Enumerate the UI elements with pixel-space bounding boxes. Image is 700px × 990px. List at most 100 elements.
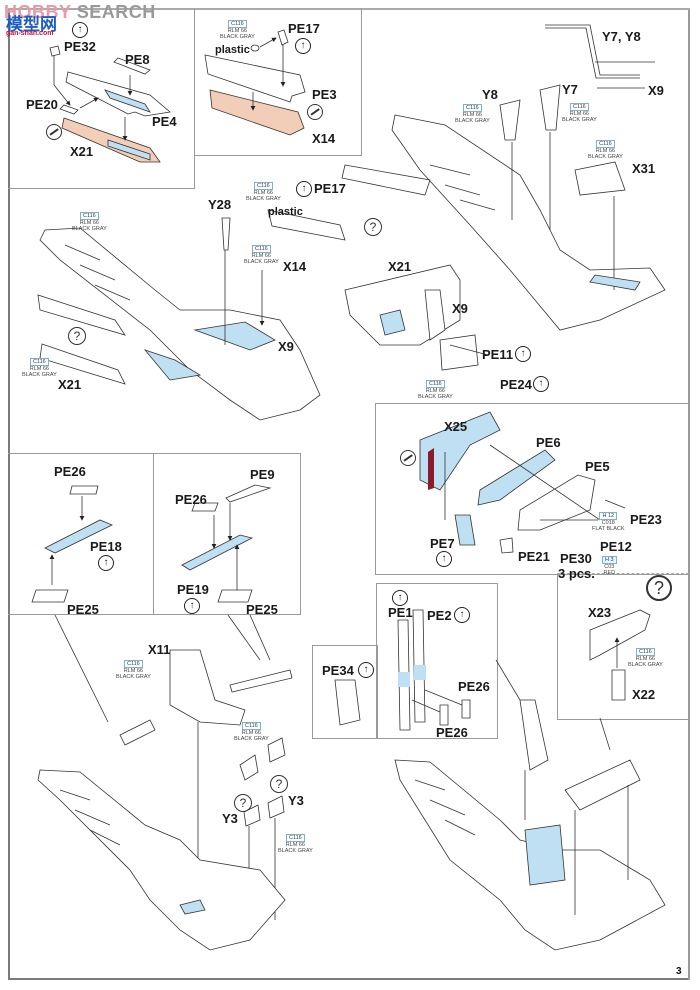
label-x22: X22 <box>632 687 656 702</box>
label-y7-y8: Y7, Y8 <box>602 29 641 44</box>
paint-color: BLACK GRAY <box>246 196 281 202</box>
bend-icon: ↑ <box>515 346 531 362</box>
paint-color: BLACK GRAY <box>628 662 663 668</box>
page-border-left <box>8 8 10 980</box>
page-border-bottom <box>8 978 690 980</box>
paint-color: BLACK GRAY <box>220 34 255 40</box>
bend-icon: ↑ <box>454 607 470 623</box>
paint-color: RED <box>603 570 616 576</box>
paint-name: C03 <box>604 564 615 570</box>
label-pe17-main: PE17 <box>314 181 346 196</box>
cockpit-fuselage-bottom-left <box>37 769 286 951</box>
label-pe17: PE17 <box>288 21 320 36</box>
paint-name: RLM 66 <box>123 668 143 674</box>
x21-x9-detail <box>344 264 489 371</box>
paint-name: RLM 66 <box>253 190 273 196</box>
page-border-top <box>8 8 690 10</box>
label-pe12: PE12 <box>600 539 632 554</box>
pe18-belt <box>31 485 113 603</box>
pe4-plate <box>49 45 171 163</box>
label-x25: X25 <box>444 419 468 434</box>
bend-icon: ↑ <box>392 590 408 606</box>
label-pe2: PE2 <box>427 608 452 623</box>
paint-code: C116 <box>286 834 305 842</box>
label-x11: X11 <box>148 642 171 657</box>
label-3-pcs: 3 pcs. <box>558 566 595 581</box>
label-pe6: PE6 <box>536 435 561 450</box>
label-pe8: PE8 <box>125 52 150 67</box>
bend-icon: ↑ <box>184 598 200 614</box>
label-x31: X31 <box>632 161 656 176</box>
paint-name: RLM 66 <box>29 366 49 372</box>
label-plastic-main: plastic <box>268 206 303 218</box>
paint-name: RLM 66 <box>635 656 655 662</box>
paint-color: BLACK GRAY <box>244 259 279 265</box>
label-pe9: PE9 <box>250 467 275 482</box>
label-x9-main: X9 <box>278 339 294 354</box>
paint-code: C116 <box>254 182 273 190</box>
cut-icon <box>46 124 62 140</box>
paint-color: FLAT BLACK <box>592 526 625 532</box>
paint-name: RLM 66 <box>241 730 261 736</box>
bend-icon: ↑ <box>296 181 312 197</box>
label-pe25-b: PE25 <box>246 602 278 617</box>
cockpit-fuselage-bottom-right <box>394 699 666 951</box>
page-number: 3 <box>676 966 682 977</box>
label-pe26-b: PE26 <box>175 492 207 507</box>
label-pe5: PE5 <box>585 459 610 474</box>
paint-code: C116 <box>463 104 482 112</box>
page-border-right <box>688 10 690 980</box>
panel-pe34-assembly <box>312 645 378 739</box>
label-y7: Y7 <box>562 82 578 97</box>
label-x21-detail: X21 <box>388 259 412 274</box>
panel-x14-assembly <box>194 8 362 156</box>
paint-code: C116 <box>242 722 261 730</box>
label-y3-left: Y3 <box>222 811 238 826</box>
watermark-search: SEARCH <box>71 2 156 22</box>
paint-code: C116 <box>30 358 49 366</box>
label-pe4: PE4 <box>152 114 177 129</box>
cockpit-fuselage-top-right <box>391 84 666 331</box>
watermark-url: gan-shan.com <box>6 30 54 37</box>
paint-name: RLM 66 <box>425 388 445 394</box>
watermark-brand: HOBBY SEARCH <box>4 2 156 23</box>
paint-code: H 3 <box>602 556 617 564</box>
label-pe34: PE34 <box>322 663 354 678</box>
panel-x23-assembly <box>557 573 689 720</box>
paint-name: RLM 66 <box>285 842 305 848</box>
seat-x11 <box>119 649 293 746</box>
paint-color: BLACK GRAY <box>455 118 490 124</box>
paint-color: BLACK GRAY <box>22 372 57 378</box>
paint-color: BLACK GRAY <box>72 226 107 232</box>
paint-color: BLACK GRAY <box>418 394 453 400</box>
label-pe24: PE24 <box>500 377 532 392</box>
bend-icon: ↑ <box>295 38 311 54</box>
label-pe26-d: PE26 <box>436 725 468 740</box>
label-x9-detail: X9 <box>452 301 468 316</box>
label-pe26-c: PE26 <box>458 679 490 694</box>
label-pe3: PE3 <box>312 87 337 102</box>
paint-color: BLACK GRAY <box>116 674 151 680</box>
label-x21-main: X21 <box>58 377 82 392</box>
label-pe23: PE23 <box>630 512 662 527</box>
paint-name: C018 <box>601 520 615 526</box>
x14-panel-assembly <box>204 29 306 136</box>
label-y3-right: Y3 <box>288 793 304 808</box>
question-icon: ? <box>364 218 382 236</box>
paint-code: C116 <box>426 380 445 388</box>
label-pe21: PE21 <box>518 549 550 564</box>
paint-code: C116 <box>80 212 99 220</box>
cockpit-fuselage-main <box>37 164 431 421</box>
